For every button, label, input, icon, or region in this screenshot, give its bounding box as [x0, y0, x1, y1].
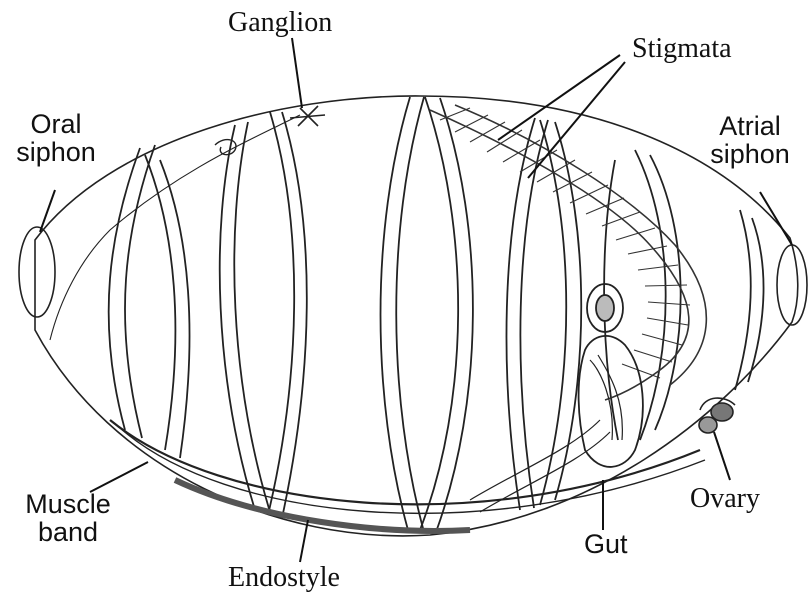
label-gut: Gut	[584, 530, 628, 558]
leader-endostyle	[300, 520, 308, 562]
leader-stigmata-2	[528, 62, 625, 178]
label-oral-siphon: Oral siphon	[10, 110, 102, 167]
label-stigmata: Stigmata	[632, 34, 732, 63]
ganglion-mark	[290, 106, 325, 126]
label-atrial-siphon: Atrial siphon	[700, 112, 800, 169]
label-muscle-band: Muscle band	[18, 490, 118, 547]
label-endostyle: Endostyle	[228, 563, 340, 592]
leader-ganglion	[292, 38, 302, 108]
label-atrial-siphon-line1: Atrial	[700, 112, 800, 140]
label-muscle-band-line2: band	[18, 518, 118, 546]
endostyle-shade	[175, 480, 470, 531]
atrial-siphon-opening	[777, 245, 807, 325]
leader-ovary	[714, 432, 730, 480]
leader-muscle-band	[90, 462, 148, 492]
label-ganglion: Ganglion	[228, 8, 332, 37]
leader-stigmata-1	[498, 55, 620, 140]
label-oral-siphon-line2: siphon	[10, 138, 102, 166]
label-ovary: Ovary	[690, 484, 760, 513]
label-atrial-siphon-line2: siphon	[700, 140, 800, 168]
oral-siphon-opening	[19, 227, 55, 317]
label-muscle-band-line1: Muscle	[18, 490, 118, 518]
gut	[579, 284, 643, 467]
label-oral-siphon-line1: Oral	[10, 110, 102, 138]
leader-atrial-siphon	[760, 192, 792, 245]
